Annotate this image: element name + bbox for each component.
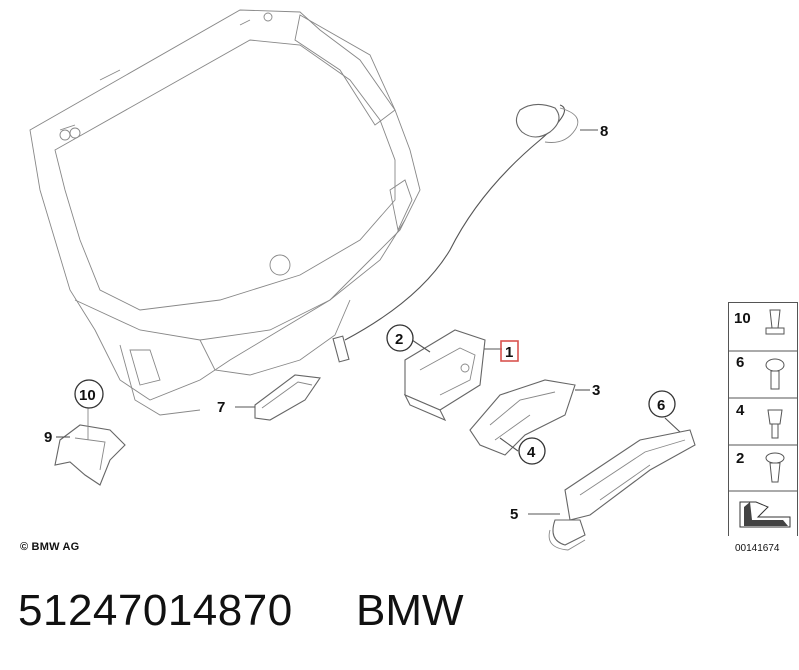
svg-text:10: 10 bbox=[79, 387, 96, 404]
part-9-bracket bbox=[54, 400, 126, 486]
part-3-bracket bbox=[469, 379, 590, 456]
callout-7[interactable]: 7 bbox=[217, 399, 225, 416]
svg-text:7: 7 bbox=[217, 399, 225, 416]
legend-label-2[interactable]: 2 bbox=[736, 450, 745, 467]
part-8-cable bbox=[332, 103, 598, 363]
callout-6[interactable]: 6 bbox=[648, 390, 676, 418]
fastener-legend bbox=[728, 302, 798, 536]
parts-diagram: 1 2 3 4 5 6 7 8 9 10 bbox=[29, 9, 696, 551]
callout-8[interactable]: 8 bbox=[600, 123, 608, 140]
svg-text:6: 6 bbox=[657, 397, 665, 414]
legend-label-10[interactable]: 10 bbox=[734, 310, 751, 327]
svg-text:4: 4 bbox=[527, 444, 536, 461]
callout-2[interactable]: 2 bbox=[386, 324, 414, 352]
fastener-icons bbox=[765, 309, 785, 483]
callout-4[interactable]: 4 bbox=[518, 437, 546, 465]
svg-text:1: 1 bbox=[505, 344, 513, 361]
legend-label-6[interactable]: 6 bbox=[736, 354, 745, 371]
callout-10[interactable]: 10 bbox=[74, 379, 104, 409]
part-number: 51247014870 bbox=[18, 586, 293, 635]
svg-text:5: 5 bbox=[510, 506, 518, 523]
diagram-code: 00141674 bbox=[735, 543, 780, 554]
part-2-latch bbox=[403, 329, 502, 422]
callout-5[interactable]: 5 bbox=[510, 506, 518, 523]
svg-text:3: 3 bbox=[592, 382, 600, 399]
svg-text:8: 8 bbox=[600, 123, 608, 140]
legend-labels: 10 6 4 2 bbox=[732, 302, 762, 536]
legend-arrow bbox=[739, 501, 791, 528]
copyright-text: © BMW AG bbox=[20, 541, 80, 553]
brand-name: BMW bbox=[356, 586, 464, 635]
callout-3[interactable]: 3 bbox=[592, 382, 600, 399]
svg-text:2: 2 bbox=[395, 331, 403, 348]
legend-label-4[interactable]: 4 bbox=[736, 402, 745, 419]
part-5-lock bbox=[528, 417, 696, 551]
callout-9[interactable]: 9 bbox=[44, 429, 52, 446]
tailgate-illustration bbox=[29, 9, 421, 416]
part-7-striker bbox=[235, 374, 321, 421]
svg-text:9: 9 bbox=[44, 429, 52, 446]
callout-1[interactable]: 1 bbox=[500, 340, 519, 362]
